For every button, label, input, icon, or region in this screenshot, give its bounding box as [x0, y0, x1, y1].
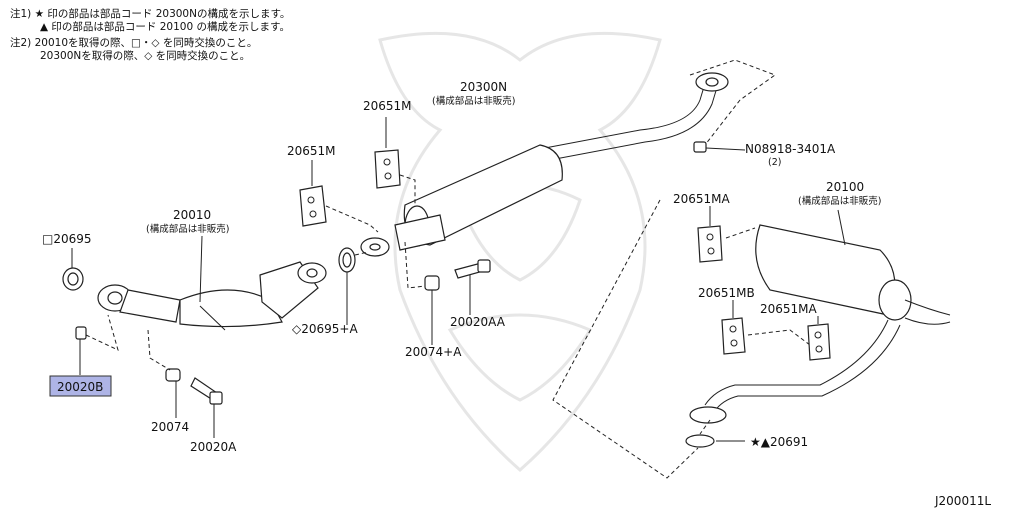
- stud-20020AA[interactable]: [454, 259, 491, 279]
- note-line-2: ▲ 印の部品は部品コード 20100 の構成を示します。: [40, 21, 290, 33]
- rear-muffler-20100[interactable]: [689, 224, 951, 424]
- nut-20020B[interactable]: [75, 326, 87, 340]
- diagram-id: J200011L: [934, 494, 991, 508]
- stud-20020A[interactable]: [190, 377, 223, 405]
- note-line-3: 注2) 20010を取得の際、□・◇ を同時交換のこと。: [10, 37, 258, 49]
- label-20020B: 20020B: [57, 380, 103, 394]
- watermark-emblem: [378, 31, 662, 472]
- gasket-20695[interactable]: [62, 267, 84, 291]
- center-muffler-20300N[interactable]: [360, 72, 729, 257]
- label-20651MA-b: 20651MA: [760, 302, 818, 316]
- hanger-20651M-b[interactable]: [299, 185, 327, 227]
- label-20651MA-a: 20651MA: [673, 192, 731, 206]
- note-line-4: 20300Nを取得の際、◇ を同時交換のこと。: [40, 50, 251, 62]
- label-20100: 20100: [826, 180, 864, 194]
- note-line-1: 注1) ★ 印の部品は部品コード 20300Nの構成を示します。: [10, 8, 291, 20]
- highlight-20020B[interactable]: [49, 375, 112, 397]
- label-20300N-sub: (構成部品は非販売): [432, 95, 515, 107]
- label-08918-sub: (2): [768, 157, 781, 168]
- label-20010-sub: (構成部品は非販売): [146, 223, 229, 235]
- label-20074A: 20074+A: [405, 345, 462, 359]
- label-20300N: 20300N: [460, 80, 507, 94]
- hanger-20651M-a[interactable]: [374, 149, 401, 189]
- label-20651MB: 20651MB: [698, 286, 755, 300]
- nut-20074A[interactable]: [424, 275, 440, 291]
- label-20695: □20695: [42, 232, 92, 246]
- nut-20074[interactable]: [165, 368, 181, 382]
- label-20651M-b: 20651M: [287, 144, 336, 158]
- label-20020A: 20020A: [190, 440, 237, 454]
- gasket-20695A[interactable]: [338, 247, 356, 273]
- label-20010: 20010: [173, 208, 211, 222]
- nut-08918[interactable]: [693, 141, 707, 153]
- label-20074: 20074: [151, 420, 189, 434]
- label-20020AA: 20020AA: [450, 315, 506, 329]
- label-20695A: ◇20695+A: [292, 322, 358, 336]
- label-08918: N08918-3401A: [745, 142, 836, 156]
- label-20691: ★▲20691: [750, 435, 808, 449]
- hanger-20651MB[interactable]: [721, 317, 746, 355]
- gasket-20691[interactable]: [685, 434, 715, 448]
- hanger-20651MA-b[interactable]: [807, 323, 831, 361]
- label-20100-sub: (構成部品は非販売): [798, 195, 881, 207]
- front-tube-20010[interactable]: [97, 261, 327, 331]
- hanger-20651MA-a[interactable]: [697, 225, 723, 263]
- label-20651M-a: 20651M: [363, 99, 412, 113]
